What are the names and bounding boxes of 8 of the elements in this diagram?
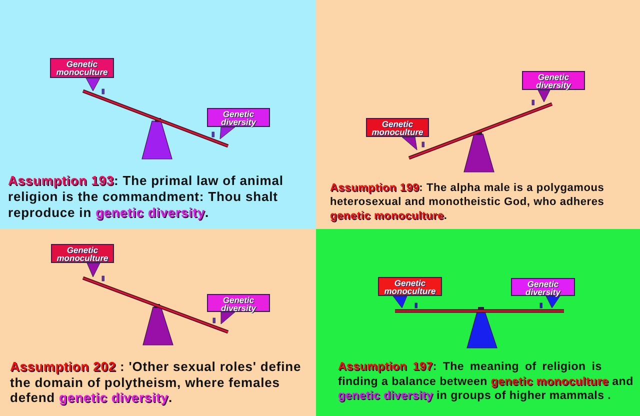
assumption-text: Assumption 197: The meaning of religion is finding a balance between genetic monoculture and genetic diversity in groups of higher mammals . [338,360,634,404]
assumption-panel [316,0,640,229]
assumption-panel [316,229,640,416]
assumption-text: Assumption 199: The alpha male is a polygamous heterosexual and monotheistic God, who adheres genetic monoculture. [330,181,606,223]
assumption-text: Assumption 193: The primal law of animal religion is the commandment: Thou shalt reproduce in genetic diversity. [8,173,284,221]
assumption-panel [0,229,316,416]
assumption-panel [0,0,316,229]
assumption-text: Assumption 202 : 'Other sexual roles' define the domain of polytheism, where females defend genetic diversity. [10,359,302,406]
